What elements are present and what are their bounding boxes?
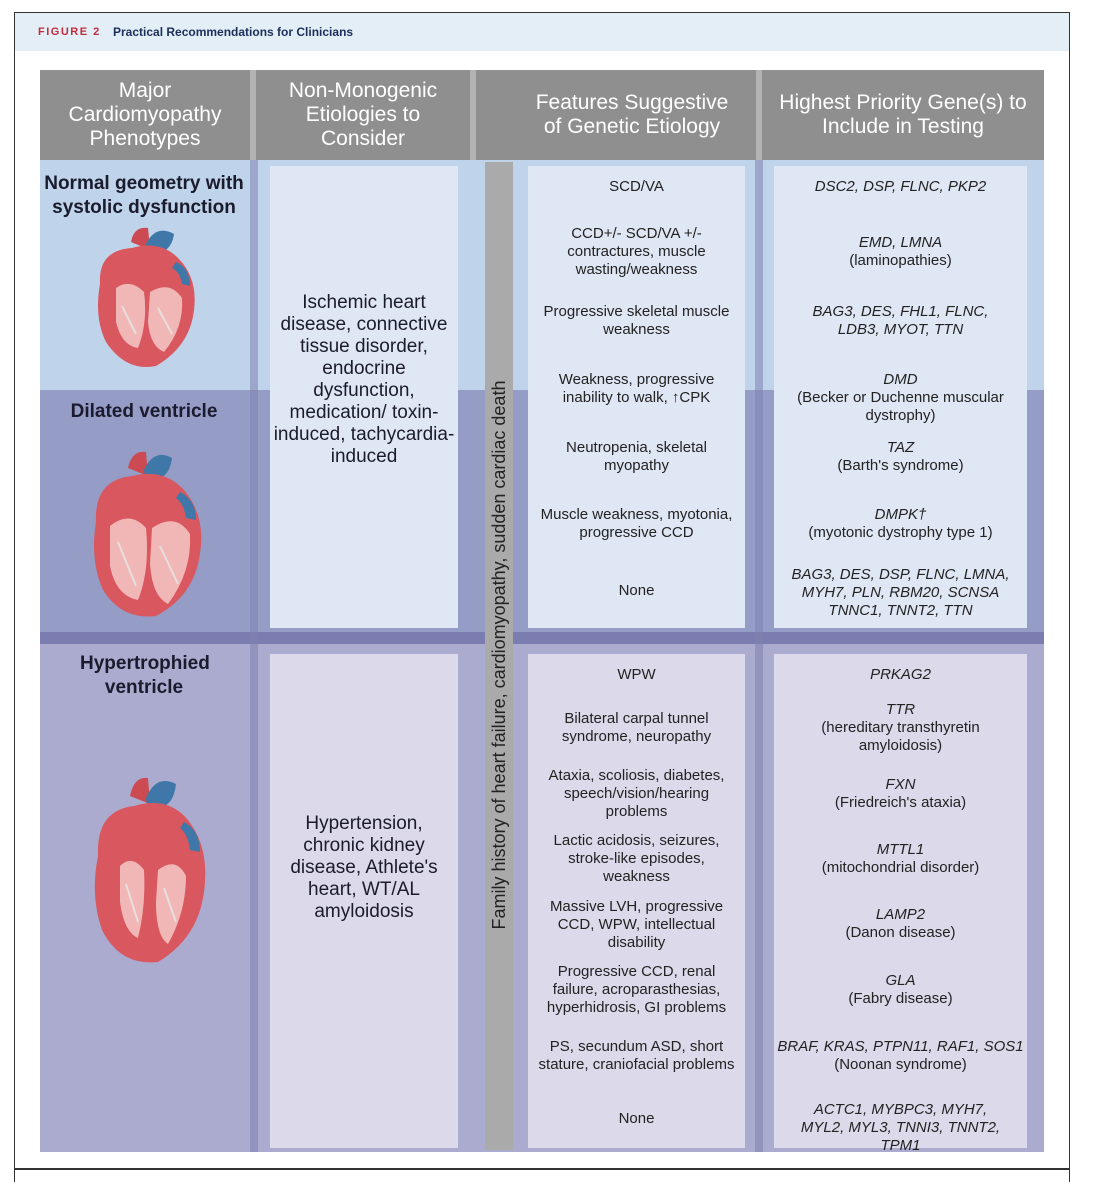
- gene-cell: BRAF, KRAS, PTPN11, RAF1, SOS1(Noonan sy…: [774, 1038, 1027, 1074]
- gene-cell: TTR(hereditary transthyretin amyloidosis…: [774, 701, 1027, 755]
- disease-name: (Fabry disease): [848, 990, 953, 1007]
- gene-list: TTR: [885, 701, 916, 718]
- gene-cell: TAZ(Barth's syndrome): [774, 439, 1027, 475]
- feature-cell: SCD/VA: [609, 178, 664, 195]
- etiology-panel-hypertrophied: [270, 654, 458, 1148]
- gene-cell: EMD, LMNA(laminopathies): [774, 234, 1027, 270]
- etiology-panel-dilated: [270, 166, 458, 628]
- header-divider: [250, 70, 256, 160]
- feature-cell: Progressive CCD, renal failure, acropara…: [546, 963, 727, 1016]
- gene-list: LAMP2: [875, 906, 926, 923]
- phenotype-normal-geometry: Normal geometry with systolic dysfunctio…: [44, 173, 244, 218]
- gene-list: PRKAG2: [870, 666, 931, 683]
- disease-name: (laminopathies): [849, 252, 952, 269]
- disease-name: (Friedreich's ataxia): [834, 794, 967, 811]
- disease-name: (Danon disease): [845, 924, 956, 941]
- gene-cell: LAMP2(Danon disease): [774, 906, 1027, 942]
- header-etiologies: Non-Monogenic Etiologies to Consider: [256, 70, 470, 160]
- phenotype-dilated: Dilated ventricle: [70, 401, 218, 422]
- gene-list: BAG3, DES, DSP, FLNC, LMNA, MYH7, PLN, R…: [791, 566, 1010, 619]
- normal-heart-illustration: [98, 227, 195, 367]
- family-history-label: Family history of heart failure, cardiom…: [489, 380, 509, 930]
- figure-label: FIGURE 2: [38, 26, 101, 38]
- figure-title: Practical Recommendations for Clinicians: [113, 25, 354, 39]
- gene-list: BAG3, DES, FHL1, FLNC, LDB3, MYOT, TTN: [812, 303, 989, 338]
- disease-name: (Barth's syndrome): [837, 457, 964, 474]
- gene-list: BRAF, KRAS, PTPN11, RAF1, SOS1: [777, 1038, 1024, 1055]
- disease-name: (Noonan syndrome): [834, 1056, 967, 1073]
- bottom-rule: [14, 1168, 1070, 1170]
- gene-cell: FXN(Friedreich's ataxia): [774, 776, 1027, 812]
- gene-list: MTTL1: [876, 841, 925, 858]
- gene-list: GLA: [885, 972, 916, 989]
- phenotype-hypertrophied: Hypertrophied ventricle: [80, 653, 210, 698]
- gene-list: FXN: [885, 776, 916, 793]
- gene-cell: BAG3, DES, DSP, FLNC, LMNA, MYH7, PLN, R…: [774, 566, 1027, 620]
- features-panel-hypertrophied: [528, 654, 745, 1148]
- genes-panel-dilated: [774, 166, 1027, 628]
- gene-cell: DSC2, DSP, FLNC, PKP2: [774, 178, 1027, 196]
- band-separator: [40, 632, 1044, 644]
- feature-cell: Lactic acidosis, seizures, stroke-like e…: [553, 832, 720, 885]
- header-divider: [470, 70, 476, 160]
- feature-cell: Muscle weakness, myotonia, progressive C…: [540, 506, 733, 541]
- disease-name: (mitochondrial disorder): [821, 859, 980, 876]
- column-divider: [755, 160, 763, 1152]
- gene-list: DMPK†: [874, 506, 927, 523]
- gene-cell: MTTL1(mitochondrial disorder): [774, 841, 1027, 877]
- gene-list: TAZ: [886, 439, 915, 456]
- gene-list: ACTC1, MYBPC3, MYH7, MYL2, MYL3, TNNI3, …: [800, 1101, 1001, 1154]
- header-phenotypes: Major Cardiomyopathy Phenotypes: [40, 70, 250, 160]
- gene-cell: PRKAG2: [774, 666, 1027, 684]
- column-divider: [250, 160, 258, 1152]
- feature-cell: None: [618, 1110, 655, 1127]
- dilated-heart-illustration: [94, 451, 202, 617]
- gene-list: DSC2, DSP, FLNC, PKP2: [814, 178, 987, 195]
- disease-name: (myotonic dystrophy type 1): [808, 524, 993, 541]
- figure-header: FIGURE 2 Practical Recommendations for C…: [15, 13, 1069, 51]
- gene-list: DMD: [883, 371, 918, 388]
- gene-cell: DMD(Becker or Duchenne muscular dystroph…: [774, 371, 1027, 425]
- header-genes: Highest Priority Gene(s) to Include in T…: [762, 70, 1044, 160]
- disease-name: (Becker or Duchenne muscular dystrophy): [797, 389, 1004, 424]
- feature-cell: WPW: [617, 666, 656, 683]
- feature-cell: PS, secundum ASD, short stature, craniof…: [538, 1038, 735, 1073]
- gene-cell: BAG3, DES, FHL1, FLNC, LDB3, MYOT, TTN: [774, 303, 1027, 339]
- features-panel-dilated: [528, 166, 745, 628]
- feature-cell: CCD+/- SCD/VA +/- contractures, muscle w…: [567, 225, 706, 278]
- gene-cell: GLA(Fabry disease): [774, 972, 1027, 1008]
- feature-cell: Weakness, progressive inability to walk,…: [558, 371, 715, 406]
- feature-cell: Neutropenia, skeletal myopathy: [566, 439, 707, 474]
- genes-panel-hypertrophied: [774, 654, 1027, 1148]
- family-history-bar: [485, 162, 513, 1150]
- recommendation-table: Major Cardiomyopathy Phenotypes Non-Mono…: [40, 70, 1044, 1155]
- gene-cell: DMPK†(myotonic dystrophy type 1): [774, 506, 1027, 542]
- feature-cell: Bilateral carpal tunnel syndrome, neurop…: [561, 710, 712, 745]
- etiology-hypertrophied: Hypertension, chronic kidney disease, At…: [290, 813, 438, 922]
- feature-cell: Progressive skeletal muscle weakness: [543, 303, 730, 338]
- disease-name: (hereditary transthyretin amyloidosis): [821, 719, 980, 754]
- feature-cell: Ataxia, scoliosis, diabetes, speech/visi…: [548, 767, 725, 820]
- feature-cell: None: [618, 582, 655, 599]
- hypertrophied-heart-illustration: [94, 777, 206, 963]
- gene-cell: ACTC1, MYBPC3, MYH7, MYL2, MYL3, TNNI3, …: [774, 1101, 1027, 1155]
- etiology-dilated: Ischemic heart disease, connective tissu…: [273, 292, 455, 467]
- header-divider: [756, 70, 762, 160]
- header-features: Features Suggestive of Genetic Etiology: [476, 70, 756, 160]
- gene-list: EMD, LMNA: [858, 234, 943, 251]
- feature-cell: Massive LVH, progressive CCD, WPW, intel…: [549, 898, 724, 951]
